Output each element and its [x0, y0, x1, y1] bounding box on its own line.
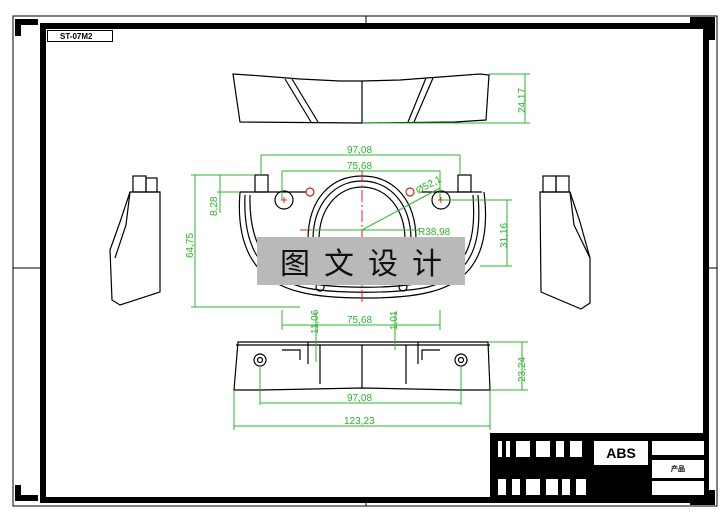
drawing-number-box: ST-07M2	[47, 30, 113, 42]
outer-frame	[12, 15, 718, 507]
svg-text:123,23: 123,23	[344, 416, 375, 427]
material-label: ABS	[594, 441, 648, 465]
svg-text:97,08: 97,08	[347, 393, 372, 404]
svg-text:75,68: 75,68	[347, 161, 372, 172]
svg-text:8,28: 8,28	[209, 196, 220, 216]
right-side-view	[539, 175, 591, 310]
svg-text:R38,98: R38,98	[418, 227, 451, 238]
corner-mark-bl	[15, 485, 38, 501]
svg-text:1,01: 1,01	[389, 310, 400, 330]
svg-text:11,06: 11,06	[310, 309, 321, 334]
front-view-dims	[191, 154, 512, 308]
corner-mark-tr	[690, 17, 715, 40]
svg-text:Ø52,1: Ø52,1	[414, 174, 444, 197]
bottom-view-dims	[233, 310, 528, 430]
watermark-banner: 图文设计	[257, 237, 465, 285]
top-view-dim	[362, 73, 530, 124]
left-side-view	[109, 175, 161, 306]
bottom-view	[233, 341, 491, 391]
product-label: 产品	[652, 460, 704, 478]
inner-border	[40, 23, 709, 503]
top-view	[232, 73, 490, 124]
svg-text:97,08: 97,08	[347, 145, 372, 156]
svg-text:64,75: 64,75	[185, 233, 196, 258]
corner-mark-br	[690, 490, 715, 505]
svg-text:31,16: 31,16	[499, 223, 510, 248]
svg-text:23,24: 23,24	[517, 357, 528, 382]
corner-mark-tl	[15, 19, 38, 36]
svg-text:75,68: 75,68	[347, 315, 372, 326]
watermark-text: 图文设计	[280, 247, 456, 282]
svg-text:24,17: 24,17	[517, 88, 528, 113]
